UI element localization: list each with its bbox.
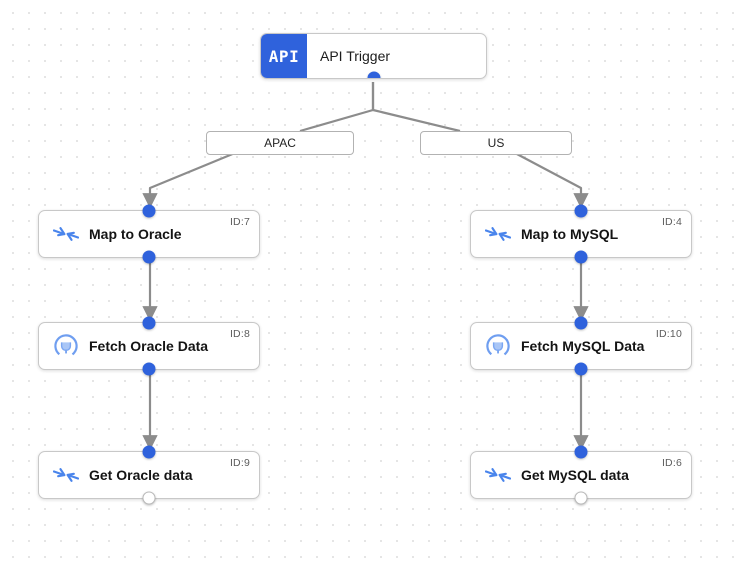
branch-label-us[interactable]: US (420, 131, 572, 155)
node-title: Map to Oracle (89, 226, 182, 242)
input-port[interactable] (574, 204, 588, 218)
node-id-badge: ID:9 (229, 457, 250, 469)
merge-arrows-icon (483, 219, 513, 249)
input-port[interactable] (142, 204, 156, 218)
node-title: Map to MySQL (521, 226, 619, 242)
node-title: Fetch Oracle Data (89, 338, 209, 354)
merge-arrows-icon (483, 460, 513, 490)
merge-arrows-icon (51, 460, 81, 490)
input-port[interactable] (574, 445, 588, 459)
node-id-badge: ID:8 (229, 328, 250, 340)
node-id-badge: ID:4 (661, 216, 682, 228)
input-port[interactable] (574, 316, 588, 330)
plug-circle-icon (51, 331, 81, 361)
input-port[interactable] (142, 316, 156, 330)
output-port[interactable] (574, 491, 588, 505)
edge-trigger-to-apac (299, 82, 375, 133)
branch-label-apac[interactable]: APAC (206, 131, 354, 155)
output-port[interactable] (142, 362, 156, 376)
edge-apac-to-map-oracle (142, 151, 236, 209)
output-port[interactable] (367, 71, 380, 78)
output-port[interactable] (574, 250, 588, 264)
node-get-mysql-data[interactable]: Get MySQL data ID:6 (470, 445, 692, 505)
input-port[interactable] (142, 445, 156, 459)
node-map-to-mysql[interactable]: Map to MySQL ID:4 (470, 204, 692, 264)
node-get-oracle-data[interactable]: Get Oracle data ID:9 (38, 445, 260, 505)
node-id-badge: ID:10 (655, 328, 682, 340)
node-fetch-mysql-data[interactable]: Fetch MySQL Data ID:10 (470, 316, 692, 376)
node-id-badge: ID:7 (229, 216, 250, 228)
output-port[interactable] (574, 362, 588, 376)
plug-circle-icon (483, 331, 513, 361)
branch-label-text: APAC (264, 136, 296, 150)
api-badge-icon: API (261, 34, 307, 78)
output-port[interactable] (142, 491, 156, 505)
merge-arrows-icon (51, 219, 81, 249)
node-map-to-oracle[interactable]: Map to Oracle ID:7 (38, 204, 260, 264)
output-port[interactable] (142, 250, 156, 264)
edge-us-to-map-mysql (514, 152, 589, 209)
node-fetch-oracle-data[interactable]: Fetch Oracle Data ID:8 (38, 316, 260, 376)
node-title: Get Oracle data (89, 467, 193, 483)
branch-label-text: US (487, 136, 505, 150)
node-title: Get MySQL data (521, 467, 629, 483)
node-title: API Trigger (320, 48, 391, 64)
node-id-badge: ID:6 (661, 457, 682, 469)
edge-trigger-to-us (371, 82, 461, 133)
node-title: Fetch MySQL Data (521, 338, 645, 354)
node-api-trigger[interactable]: API API Trigger (260, 33, 487, 79)
